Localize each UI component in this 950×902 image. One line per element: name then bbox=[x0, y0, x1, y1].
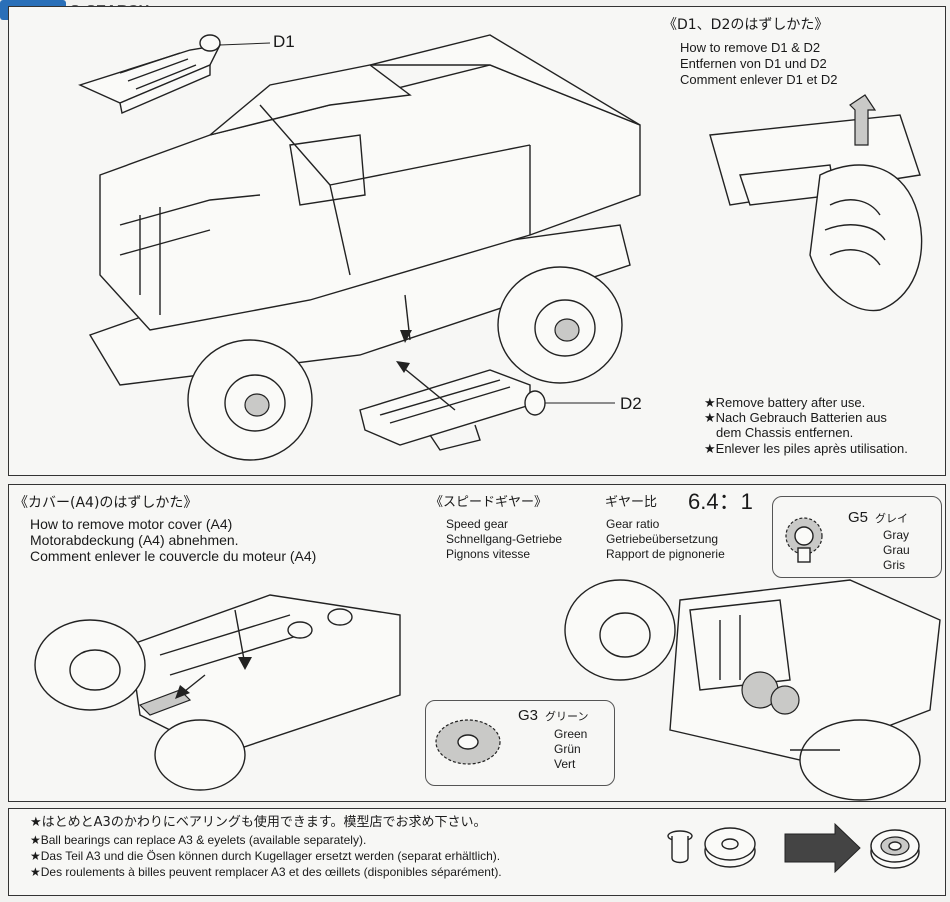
speed-gear-title: 《スピードギヤー》 bbox=[430, 495, 548, 510]
gear-ratio-en: Gear ratio bbox=[606, 517, 660, 531]
g3-jp-name: グリーン bbox=[545, 710, 589, 723]
g5-name-en: Gray bbox=[883, 528, 910, 542]
g5-code: G5 bbox=[848, 509, 869, 526]
gear-ratio-fr: Rapport de pignonerie bbox=[606, 547, 725, 561]
bearing-note-en: ★Ball bearings can replace A3 & eyelets … bbox=[30, 833, 367, 847]
battery-note-en: ★Remove battery after use. bbox=[704, 395, 866, 410]
gear-chassis-illustration bbox=[564, 579, 941, 801]
battery-note-fr: ★Enlever les piles après utilisation. bbox=[704, 441, 908, 456]
gear-ratio-value: 6.4：1 bbox=[688, 489, 753, 514]
truck-illustration bbox=[78, 34, 641, 461]
d2-part bbox=[359, 369, 546, 451]
d1-d2-removal-title: 《D1、D2のはずしかた》 bbox=[663, 17, 829, 33]
g3-code: G3 bbox=[518, 707, 539, 724]
speed-gear-de: Schnellgang-Getriebe bbox=[446, 532, 563, 546]
g5-jp-name: グレイ bbox=[875, 512, 908, 525]
g3-gear-icon bbox=[435, 719, 501, 765]
motor-cover-en: How to remove motor cover (A4) bbox=[30, 516, 233, 532]
rear-wheel bbox=[497, 266, 623, 384]
ball-bearing-icon bbox=[870, 829, 920, 869]
hand-removal-illustration bbox=[709, 94, 923, 312]
front-wheel bbox=[187, 339, 313, 461]
g5-name-de: Grau bbox=[883, 543, 910, 557]
motor-cover-fr: Comment enlever le couvercle du moteur (… bbox=[30, 548, 317, 564]
motor-cover-de: Motorabdeckung (A4) abnehmen. bbox=[30, 532, 239, 548]
d2-label: D2 bbox=[620, 394, 642, 413]
bearing-note-de: ★Das Teil A3 und die Ösen können durch K… bbox=[30, 849, 501, 863]
g3-name-fr: Vert bbox=[554, 757, 576, 771]
g3-name-en: Green bbox=[554, 727, 588, 741]
d1-label: D1 bbox=[273, 32, 295, 51]
gear-ratio-title: ギヤー比 bbox=[605, 495, 658, 510]
motor-cover-illustration bbox=[34, 594, 401, 791]
a3-spacer-icon bbox=[704, 827, 756, 868]
battery-note-de-1: ★Nach Gebrauch Batterien aus bbox=[704, 410, 887, 425]
d1-part bbox=[78, 34, 222, 114]
g3-name-de: Grün bbox=[554, 742, 581, 756]
g5-name-fr: Gris bbox=[883, 558, 905, 572]
d1-d2-removal-en: How to remove D1 & D2 bbox=[680, 40, 821, 55]
bearing-note-jp: ★はとめとA3のかわりにベアリングも使用できます。模型店でお求め下さい。 bbox=[30, 815, 487, 830]
d1-d2-removal-de: Entfernen von D1 und D2 bbox=[680, 56, 827, 71]
eyelet-icon bbox=[667, 830, 693, 864]
bearing-replacement-illustration bbox=[667, 822, 920, 874]
gear-ratio-de: Getriebeübersetzung bbox=[606, 532, 719, 546]
speed-gear-fr: Pignons vitesse bbox=[446, 547, 531, 561]
speed-gear-en: Speed gear bbox=[446, 517, 509, 531]
g5-gear-icon bbox=[785, 517, 823, 563]
motor-cover-title: 《カバー(A4)のはずしかた》 bbox=[14, 495, 198, 511]
d1-d2-removal-fr: Comment enlever D1 et D2 bbox=[680, 72, 838, 87]
battery-note-de-2: dem Chassis entfernen. bbox=[716, 425, 854, 440]
arrow-right-icon bbox=[784, 822, 861, 874]
bearing-note-fr: ★Des roulements à billes peuvent remplac… bbox=[30, 865, 502, 879]
